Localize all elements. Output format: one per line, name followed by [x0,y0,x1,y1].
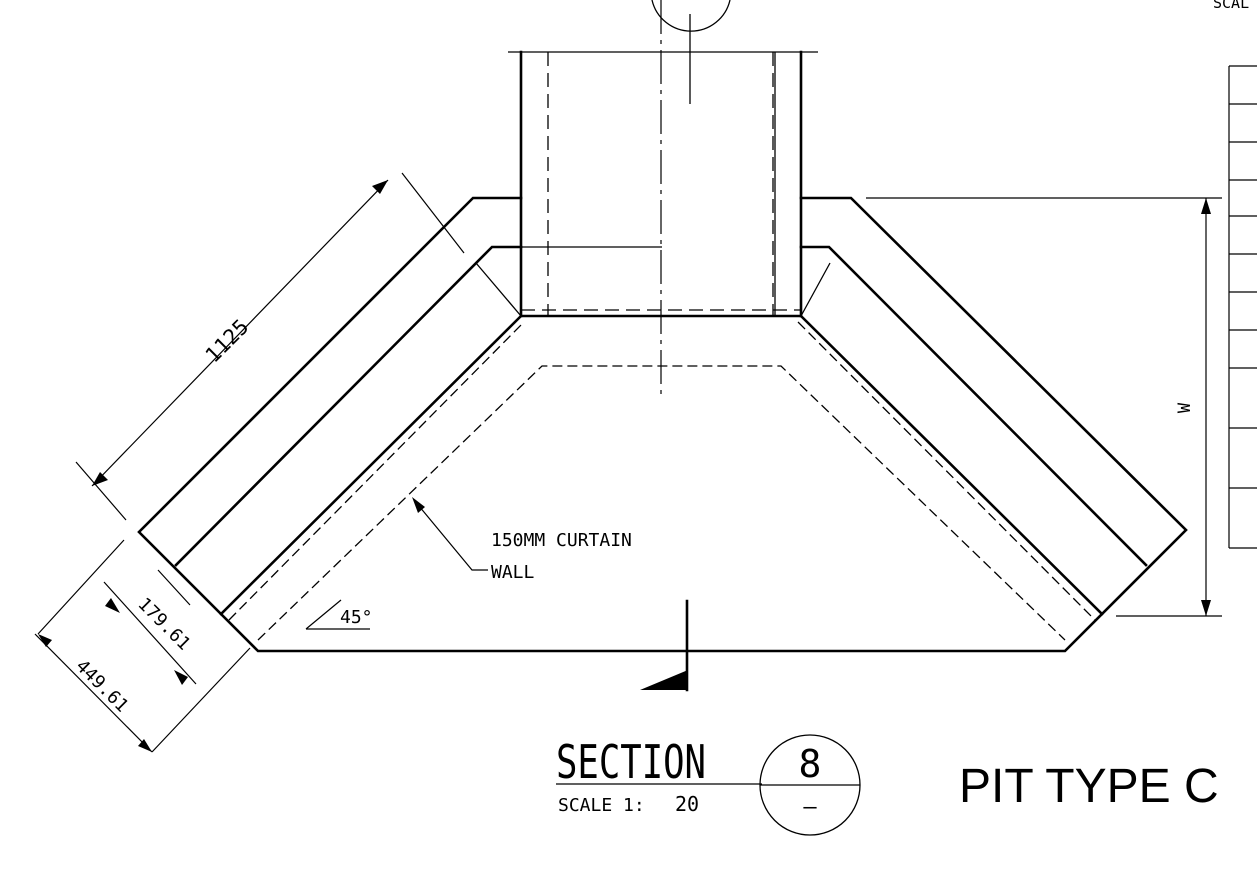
dimension-1125: 1125 [75,172,465,521]
dimension-offsets: 179.61 449.61 [34,539,251,753]
scale-fragment-top: SCAL [1213,0,1249,12]
pit-walls [137,196,1188,653]
dimension-w: W [866,197,1222,617]
section-scale-value: 20 [675,792,699,816]
curtain-wall-note-line1: 150MM CURTAIN [491,530,632,551]
curtain-wall-note-line2: WALL [491,562,535,583]
dimension-449-label: 449.61 [71,656,132,717]
drawing-title: PIT TYPE C [959,760,1219,813]
curtain-wall-note: 150MM CURTAIN WALL [412,497,632,583]
section-sheet-ref: – [803,795,817,820]
slope-angle-label: 45° [340,607,373,628]
reference-bubble-top [651,0,731,32]
right-table [1228,65,1257,549]
slope-angle-symbol: 45° [305,599,373,630]
dimension-w-label: W [1175,402,1195,413]
dimension-1125-label: 1125 [201,315,254,368]
section-scale-text: SCALE 1: [558,795,645,816]
section-cut-marker [640,599,689,692]
vertical-shaft [508,50,818,318]
section-label: SECTION [556,735,706,789]
section-number: 8 [799,742,822,786]
section-title-block: SECTION SCALE 1: 20 8 – [556,734,861,836]
